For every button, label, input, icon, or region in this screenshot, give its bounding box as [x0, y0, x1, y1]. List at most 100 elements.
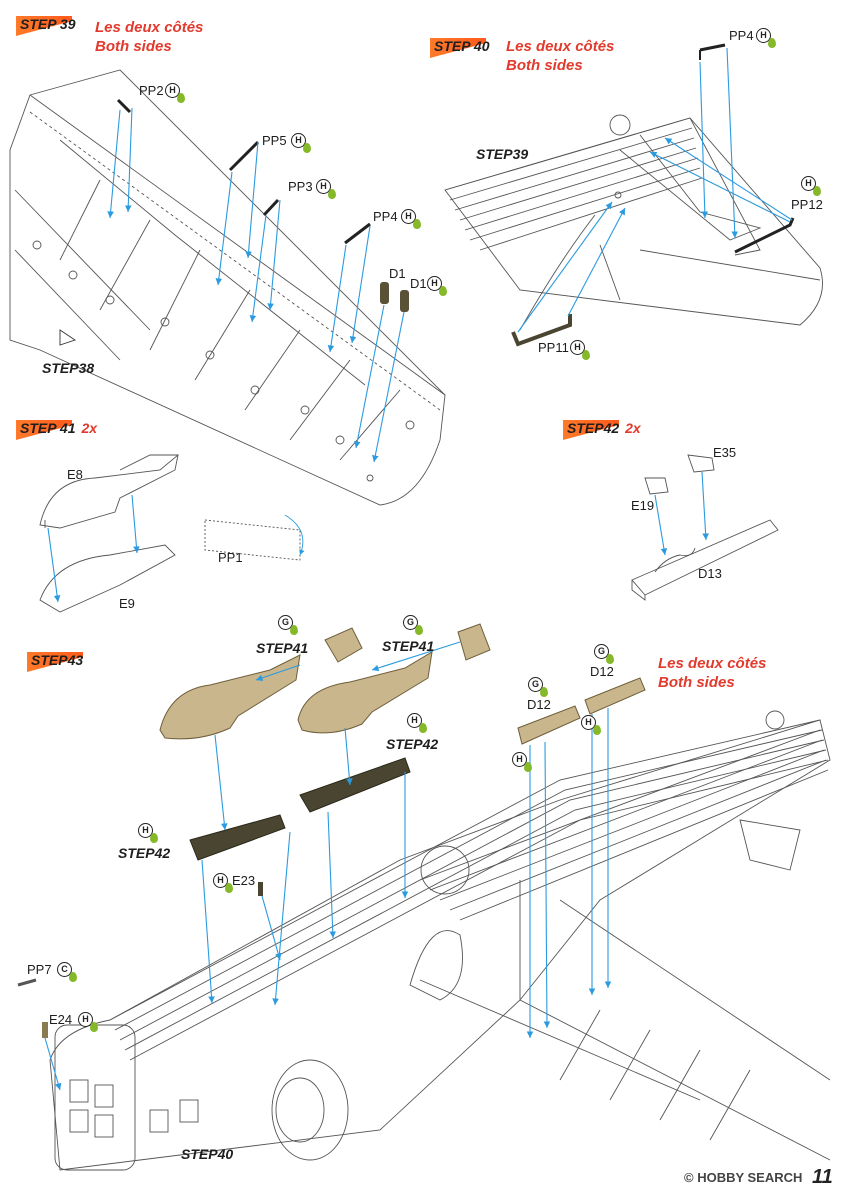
step39-note: Les deux côtés Both sides: [95, 18, 203, 56]
part-pp4-a: PP4: [373, 209, 398, 224]
part-pp1: PP1: [218, 550, 243, 565]
step43-banner: STEP43: [27, 652, 127, 672]
part-pp12: PP12: [791, 197, 823, 212]
badge-h-d12a: H: [581, 715, 596, 730]
step39-number: STEP 39: [20, 16, 76, 32]
badge-h-step42b: H: [138, 823, 153, 838]
glue-drop-icon: [439, 286, 447, 296]
badge-g-step41b: G: [403, 615, 418, 630]
glue-drop-icon: [415, 625, 423, 635]
glue-drop-icon: [290, 625, 298, 635]
badge-g-d12a: G: [528, 677, 543, 692]
glue-drop-icon: [177, 93, 185, 103]
step42-drawing: [631, 454, 779, 601]
glue-drop-icon: [582, 350, 590, 360]
page-number: 11: [812, 1166, 833, 1188]
part-d12-a: D12: [527, 697, 551, 712]
step40-arrows: [517, 47, 793, 333]
part-pp3: PP3: [288, 179, 313, 194]
step40-number: STEP 40: [434, 38, 490, 54]
part-d13: D13: [698, 566, 722, 581]
step39-arrows: [107, 107, 405, 463]
glue-drop-icon: [524, 762, 532, 772]
step43-parts: [17, 623, 646, 1038]
badge-c-pp7: C: [57, 962, 72, 977]
step39-note-fr: Les deux côtés: [95, 19, 204, 36]
step41-count: 2x: [81, 420, 98, 436]
glue-drop-icon: [606, 654, 614, 664]
glue-drop-icon: [303, 143, 311, 153]
ref-step38: STEP38: [42, 360, 95, 376]
step39-note-en: Both sides: [95, 38, 172, 55]
part-d1-a: D1: [389, 266, 406, 281]
glue-drop-icon: [413, 219, 421, 229]
step40-note: Les deux côtés Both sides: [506, 37, 614, 75]
badge-h-pp3: H: [316, 179, 331, 194]
ref-step41-a: STEP41: [256, 640, 309, 656]
step41-drawing: [39, 453, 305, 613]
part-e35: E35: [713, 445, 737, 460]
step39-banner: STEP 39: [16, 16, 116, 36]
step42-title: STEP42 2x: [567, 420, 641, 436]
part-d1-b: D1: [410, 276, 427, 291]
watermark: © HOBBY SEARCH: [684, 1170, 803, 1185]
ref-step42-b: STEP42: [118, 845, 171, 861]
step41-number: STEP 41: [20, 420, 76, 436]
glue-drop-icon: [328, 189, 336, 199]
part-pp2: PP2: [139, 83, 164, 98]
glue-drop-icon: [768, 38, 776, 48]
step43-number: STEP43: [31, 652, 84, 668]
step42-banner: STEP42 2x: [563, 420, 693, 440]
badge-h-pp4b: H: [756, 28, 771, 43]
badge-h-e24: H: [78, 1012, 93, 1027]
ref-step40: STEP40: [181, 1146, 234, 1162]
badge-h-pp12: H: [801, 176, 816, 191]
step39-wing-drawing: [9, 69, 446, 506]
step42-arrows: [654, 471, 709, 556]
step40-banner: STEP 40: [430, 38, 530, 58]
badge-h-e23: H: [213, 873, 228, 888]
glue-drop-icon: [813, 186, 821, 196]
step42-number: STEP42: [567, 420, 620, 436]
part-pp11: PP11: [538, 340, 569, 355]
part-e23: E23: [232, 873, 256, 888]
step43-fuselage-drawing: [49, 710, 831, 1171]
badge-h-d1: H: [427, 276, 442, 291]
glue-drop-icon: [150, 833, 158, 843]
part-e19: E19: [631, 498, 655, 513]
part-e8: E8: [67, 467, 83, 482]
step40-note-en: Both sides: [506, 57, 583, 74]
glue-drop-icon: [90, 1022, 98, 1032]
step43-note: Les deux côtés Both sides: [658, 654, 766, 692]
part-d12-b: D12: [590, 664, 614, 679]
badge-g-d12b: G: [594, 644, 609, 659]
glue-drop-icon: [69, 972, 77, 982]
glue-drop-icon: [540, 687, 548, 697]
step42-count: 2x: [625, 420, 641, 436]
step41-arrows: [47, 494, 140, 603]
badge-h-pp11: H: [570, 340, 585, 355]
badge-h-step42a: H: [407, 713, 422, 728]
part-pp5: PP5: [262, 133, 287, 148]
step43-arrows: [44, 641, 612, 1091]
glue-drop-icon: [225, 883, 233, 893]
step40-note-fr: Les deux côtés: [506, 38, 615, 55]
badge-h-pp5: H: [291, 133, 306, 148]
badge-h-pp2: H: [165, 83, 180, 98]
ref-step41-b: STEP41: [382, 638, 435, 654]
step39-parts: [116, 98, 409, 312]
badge-h-d12b: H: [512, 752, 527, 767]
step43-note-fr: Les deux côtés: [658, 655, 767, 672]
badge-g-step41a: G: [278, 615, 293, 630]
glue-drop-icon: [593, 725, 601, 735]
step41-banner: STEP 41 2x: [16, 420, 146, 440]
ref-step39: STEP39: [476, 146, 529, 162]
step43-note-en: Both sides: [658, 674, 735, 691]
part-e9: E9: [119, 596, 135, 611]
badge-h-pp4a: H: [401, 209, 416, 224]
ref-step42-a: STEP42: [386, 736, 439, 752]
step41-title: STEP 41 2x: [20, 420, 97, 436]
glue-drop-icon: [419, 723, 427, 733]
part-pp7: PP7: [27, 962, 52, 977]
